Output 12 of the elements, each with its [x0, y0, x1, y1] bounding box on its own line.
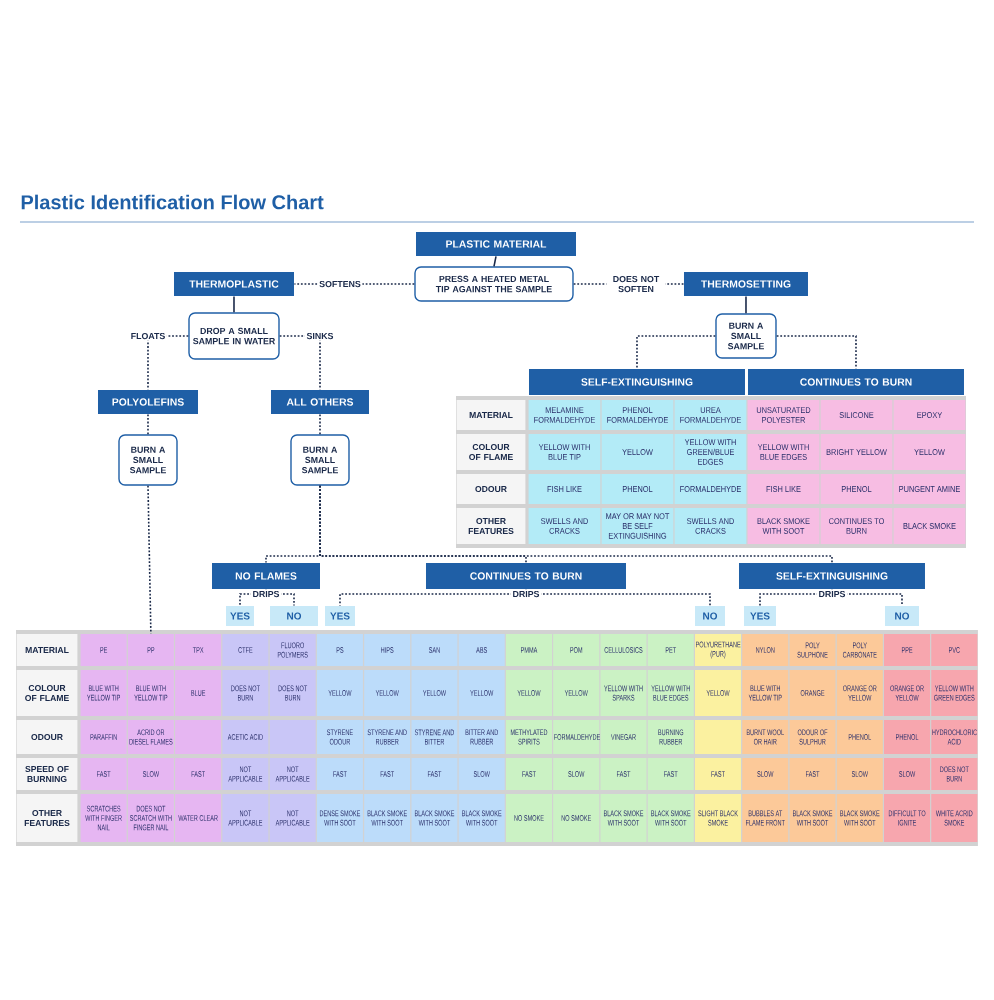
connector — [233, 295, 235, 314]
connector — [319, 413, 321, 436]
connector — [775, 335, 857, 370]
connector — [147, 484, 152, 635]
connector — [636, 335, 717, 370]
connector — [147, 413, 149, 436]
connector — [319, 484, 833, 564]
title: Plastic Identification Flow Chart — [21, 194, 324, 210]
connector — [493, 255, 497, 268]
connector — [147, 335, 190, 391]
connector — [278, 335, 321, 391]
connector — [745, 295, 747, 315]
